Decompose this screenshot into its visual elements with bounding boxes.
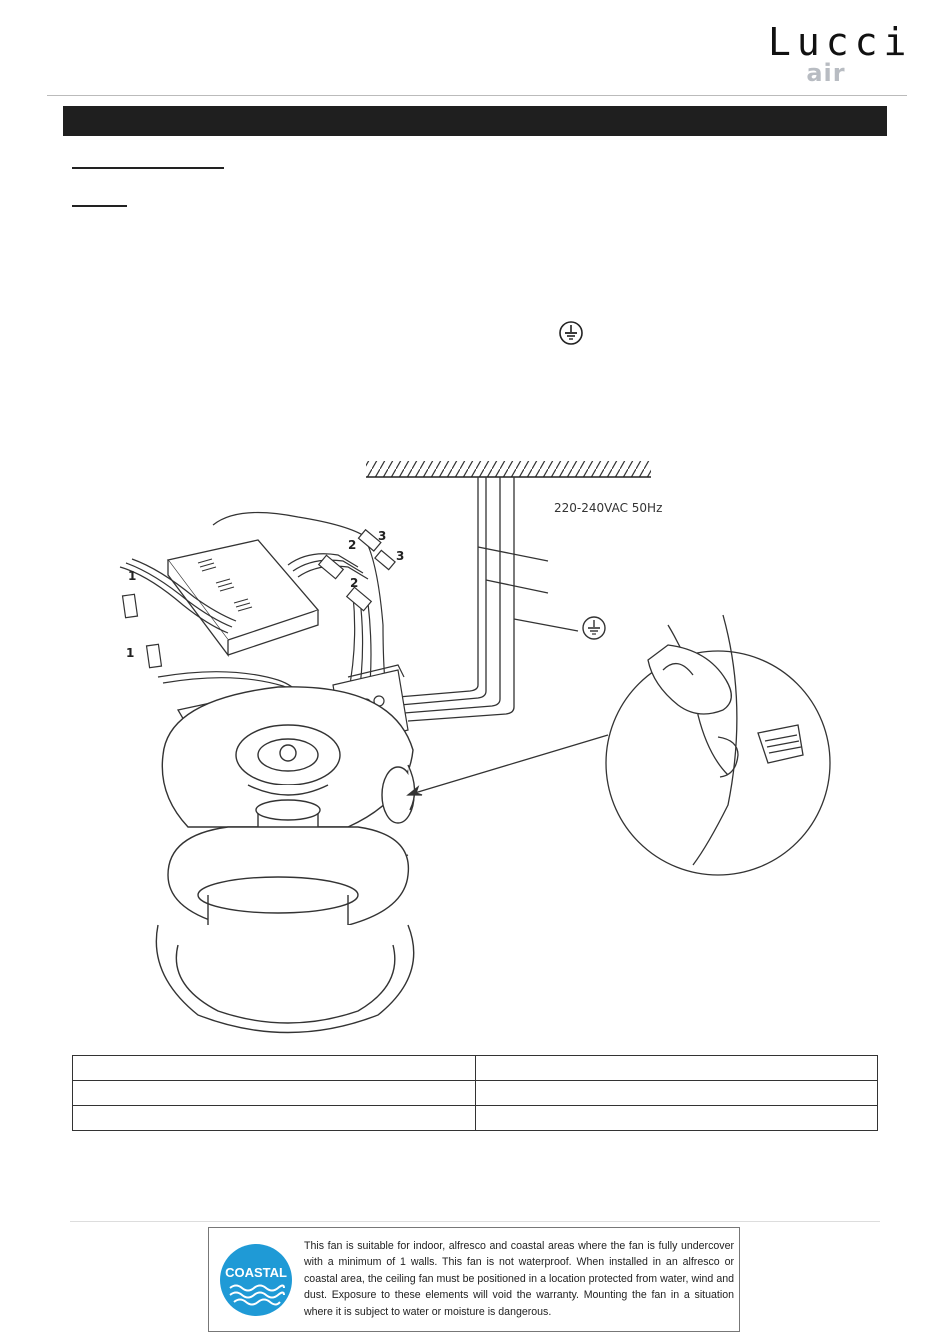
receiver-box <box>166 539 320 657</box>
connector-label: 2 <box>350 576 358 590</box>
connector-label: 1 <box>126 646 134 660</box>
supply-label: 220-240VAC 50Hz <box>554 501 662 515</box>
wiring-diagram: 220-240VAC 50Hz <box>119 461 831 1034</box>
earth-ground-icon <box>559 321 583 345</box>
table-cell <box>474 1055 878 1081</box>
table-cell <box>72 1105 476 1131</box>
connector-label: 3 <box>378 529 386 543</box>
spec-table <box>72 1055 878 1131</box>
supply-wires <box>397 477 579 722</box>
table-cell <box>72 1080 476 1106</box>
connectors <box>121 528 396 669</box>
brand-sub: air <box>806 59 846 87</box>
heading-underline <box>72 167 224 169</box>
table-row <box>72 1080 878 1106</box>
subheading-underline <box>72 205 127 207</box>
table-row <box>72 1055 878 1081</box>
table-cell <box>72 1055 476 1081</box>
header-rule <box>47 95 907 96</box>
coastal-badge: COASTAL <box>220 1244 292 1316</box>
connector-label: 1 <box>128 569 136 583</box>
connector-label: 2 <box>348 538 356 552</box>
ceiling <box>366 461 651 478</box>
fan-canopy <box>155 686 416 1034</box>
connector-label: 3 <box>396 549 404 563</box>
earth-ground-icon <box>582 616 606 640</box>
coastal-notice: COASTAL This fan is suitable for indoor,… <box>208 1227 740 1332</box>
detail-callout <box>406 614 831 876</box>
brand-name: Lucci <box>768 20 913 64</box>
coastal-notice-text: This fan is suitable for indoor, alfresc… <box>304 1240 734 1318</box>
coastal-badge-label: COASTAL <box>225 1265 287 1280</box>
footer-rule <box>70 1221 880 1222</box>
table-cell <box>474 1105 878 1131</box>
table-row <box>72 1105 878 1131</box>
section-title-bar <box>63 106 887 136</box>
wave-icon <box>229 1284 285 1306</box>
brand-logo: Lucci air <box>768 20 913 87</box>
table-cell <box>474 1080 878 1106</box>
